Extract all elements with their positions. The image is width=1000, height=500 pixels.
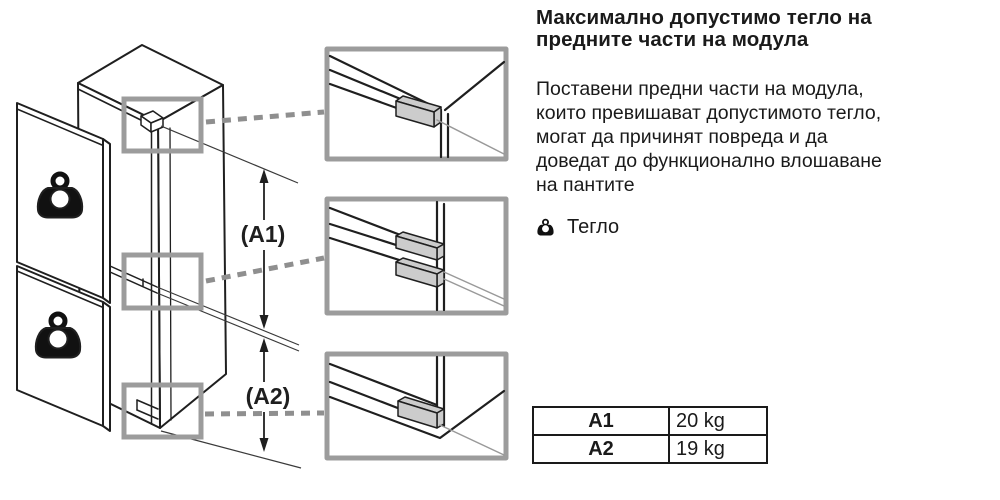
hinge-block [395,231,445,261]
leader-line [436,119,505,155]
page-title: Максимално допустимо тегло на предните ч… [536,7,956,51]
top-hinge-block [140,110,164,133]
right-face-inner-line [169,127,172,421]
door-lower-edge [102,301,111,432]
body-paragraph-line: които превишават допустимото тегло, [536,102,882,124]
arrow-down-icon [259,438,269,452]
detail-box-middle-hinge [324,196,509,316]
a1-dimension-label: (A1) [241,221,286,247]
page-title-line: Максимално допустимо тегло на [536,6,872,29]
callout-middle-hinge [121,252,204,311]
dimension-extension-lines [156,125,302,469]
body-paragraph-line: могат да причинят повреда и да [536,126,828,148]
hinge-block [395,257,445,288]
door-upper-edge [102,138,111,304]
hinge-block [397,396,445,429]
hinge-block [395,95,442,128]
leader-line [439,424,505,456]
table-cell-dimension: A1 [532,406,670,436]
table-cell-value: 20 kg [668,406,768,436]
hinge-callout-frames [121,96,204,440]
dashed-connector-middle [205,255,325,284]
a2-dimension-label: (A2) [246,383,291,409]
callout-dashed-connectors [204,109,325,417]
dimension-a2: (A2) [246,338,291,452]
page-title-line: предните части на модула [536,28,809,51]
table-cell-value: 19 kg [668,434,768,464]
callout-top-hinge [121,96,204,154]
leader-line [443,278,505,307]
fridge-hinge-diagram: (A1) (A2) [16,44,509,469]
leader-line [443,271,505,300]
body-paragraph-line: Поставени предни части на модула, [536,78,864,100]
bottom-plinth-notch [136,399,159,420]
table-row: A2 19 kg [532,434,768,464]
arrow-down-icon [259,315,269,329]
kettlebell-weight-icon [536,218,555,236]
body-paragraph: Поставени предни части на модула, които … [536,77,976,197]
dimension-a1: (A1) [241,169,286,329]
max-weight-table: A1 20 kg A2 19 kg [532,406,768,464]
dashed-connector-bottom [204,410,325,417]
arrow-up-icon [259,169,269,183]
detail-box-top-hinge [324,46,509,162]
callout-bottom-hinge [121,382,204,440]
table-cell-dimension: A2 [532,434,670,464]
dashed-connector-top [205,109,325,125]
body-paragraph-line: на пантите [536,174,635,196]
middle-hinge-split [109,265,158,294]
arrow-up-icon [259,338,269,352]
detail-box-bottom-hinge [324,351,509,461]
weight-legend-label: Тегло [567,215,620,238]
body-paragraph-line: доведат до функционално влошаване [536,150,882,172]
weight-legend: Тегло [536,213,619,241]
fridge-doors [16,102,111,432]
table-row: A1 20 kg [532,406,768,436]
